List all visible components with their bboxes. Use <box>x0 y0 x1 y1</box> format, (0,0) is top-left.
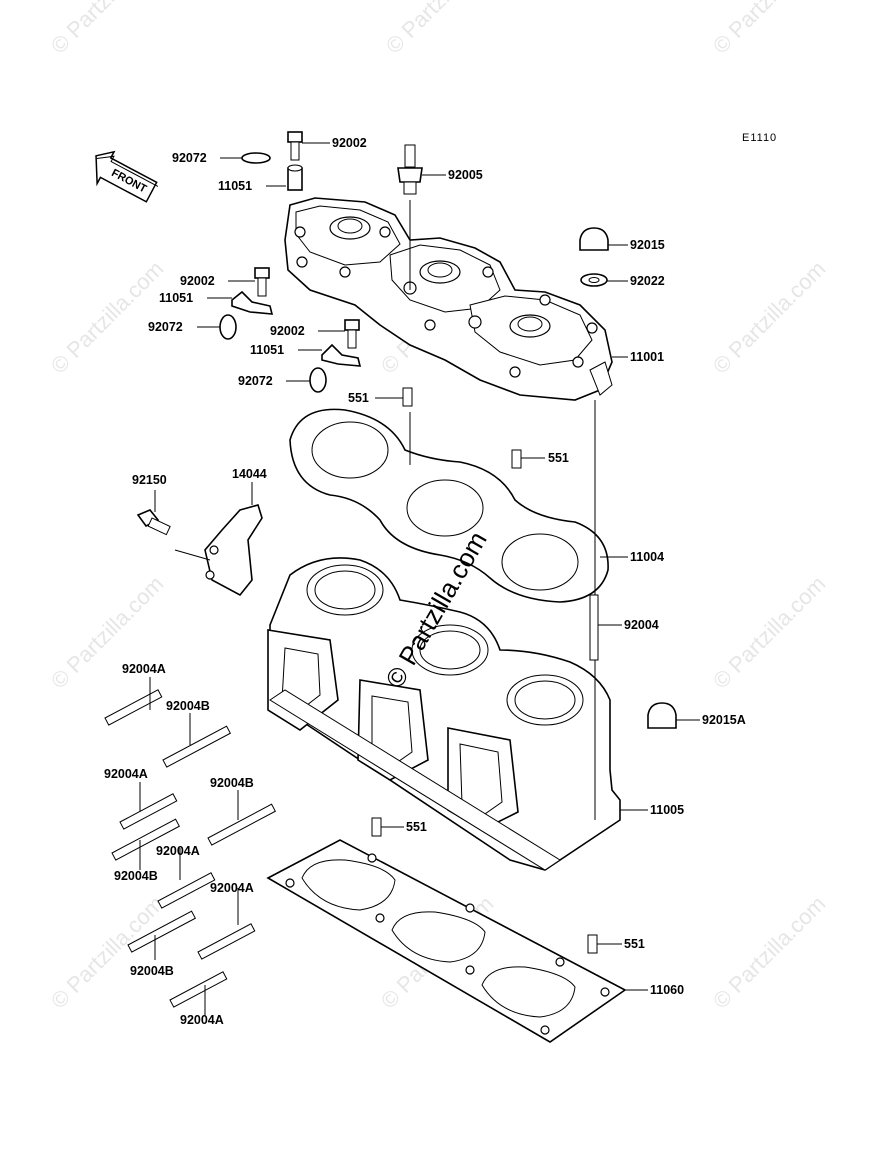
dowel-551-d[interactable] <box>587 934 598 954</box>
watermark: © Partzilla.com <box>46 0 169 59</box>
dowel-551-a[interactable] <box>402 387 413 407</box>
stud-92004[interactable] <box>589 594 599 661</box>
dowel-551-c[interactable] <box>371 817 382 837</box>
callout-551[interactable]: 551 <box>348 391 369 405</box>
stud-92004B[interactable] <box>127 910 197 953</box>
front-arrow: FRONT <box>95 150 159 203</box>
callout-11004[interactable]: 11004 <box>630 550 664 564</box>
bolt-92002-low[interactable] <box>344 319 360 349</box>
callout-551[interactable]: 551 <box>406 820 427 834</box>
watermark: © Partzilla.com <box>381 0 504 59</box>
watermark: © Partzilla.com <box>708 571 831 694</box>
callout-92022[interactable]: 92022 <box>630 274 665 288</box>
callout-92002[interactable]: 92002 <box>270 324 305 338</box>
callout-92004B[interactable]: 92004B <box>210 776 254 790</box>
callout-11060[interactable]: 11060 <box>650 983 684 997</box>
watermark: © Partzilla.com <box>46 256 169 379</box>
clamp-92072-top[interactable] <box>241 152 271 164</box>
studs-group <box>104 689 277 1008</box>
stud-92004A[interactable] <box>119 793 178 830</box>
callout-11005[interactable]: 11005 <box>650 803 684 817</box>
callout-551[interactable]: 551 <box>624 937 645 951</box>
clamp-92072-mid[interactable] <box>219 314 237 340</box>
collar-11051-top[interactable] <box>287 164 303 191</box>
callout-92072[interactable]: 92072 <box>148 320 183 334</box>
stud-92004A[interactable] <box>157 872 216 909</box>
callout-551[interactable]: 551 <box>548 451 569 465</box>
bracket-11051-low[interactable] <box>321 343 362 367</box>
callout-92004[interactable]: 92004 <box>624 618 659 632</box>
bolt-92150[interactable] <box>136 509 171 536</box>
stud-92004B[interactable] <box>111 818 181 861</box>
callout-92150[interactable]: 92150 <box>132 473 167 487</box>
bolt-92002-top[interactable] <box>287 131 303 161</box>
callout-92004A[interactable]: 92004A <box>180 1013 224 1027</box>
callout-92004B[interactable]: 92004B <box>114 869 158 883</box>
callout-92015[interactable]: 92015 <box>630 238 665 252</box>
stud-92004A[interactable] <box>197 923 256 960</box>
watermark: © Partzilla.com <box>708 256 831 379</box>
nut-92015[interactable] <box>579 227 609 251</box>
bracket-11051-mid[interactable] <box>231 290 274 315</box>
callout-14044[interactable]: 14044 <box>232 467 267 481</box>
watermark: © Partzilla.com <box>708 0 831 59</box>
cylinder-block[interactable] <box>267 557 621 871</box>
callout-92004B[interactable]: 92004B <box>130 964 174 978</box>
bracket-14044[interactable] <box>204 504 263 597</box>
stud-92004B[interactable] <box>162 725 232 768</box>
callout-92004B[interactable]: 92004B <box>166 699 210 713</box>
callout-92004A[interactable]: 92004A <box>156 844 200 858</box>
dowel-551-b[interactable] <box>511 449 522 469</box>
callout-11001[interactable]: 11001 <box>630 350 664 364</box>
base-gasket[interactable] <box>266 839 627 1043</box>
watermark: © Partzilla.com <box>708 891 831 1014</box>
clamp-92072-low[interactable] <box>309 367 327 393</box>
fitting-92005[interactable] <box>397 144 423 195</box>
stud-92004A[interactable] <box>169 971 228 1008</box>
leader-lines <box>139 142 700 1015</box>
callout-92004A[interactable]: 92004A <box>210 881 254 895</box>
washer-92022[interactable] <box>580 273 608 287</box>
nut-92015A[interactable] <box>647 702 677 729</box>
bolt-92002-mid[interactable] <box>254 267 270 297</box>
watermark: © Partzilla.com <box>46 891 169 1014</box>
callout-11051[interactable]: 11051 <box>250 343 284 357</box>
callout-92004A[interactable]: 92004A <box>104 767 148 781</box>
cylinder-head[interactable] <box>284 197 613 401</box>
stud-92004A[interactable] <box>104 689 163 726</box>
stud-92004B[interactable] <box>207 803 277 846</box>
callout-92072[interactable]: 92072 <box>172 151 207 165</box>
callout-92002[interactable]: 92002 <box>332 136 367 150</box>
callout-92005[interactable]: 92005 <box>448 168 483 182</box>
callout-92015A[interactable]: 92015A <box>702 713 746 727</box>
diagram-ref: E1110 <box>742 132 777 144</box>
callout-labels: 92072 92002 92005 11051 92015 92022 9200… <box>104 136 746 1027</box>
callout-11051[interactable]: 11051 <box>159 291 193 305</box>
head-gasket[interactable] <box>289 408 609 603</box>
callout-11051[interactable]: 11051 <box>218 179 252 193</box>
callout-92004A[interactable]: 92004A <box>122 662 166 676</box>
callout-92002[interactable]: 92002 <box>180 274 215 288</box>
callout-92072[interactable]: 92072 <box>238 374 273 388</box>
